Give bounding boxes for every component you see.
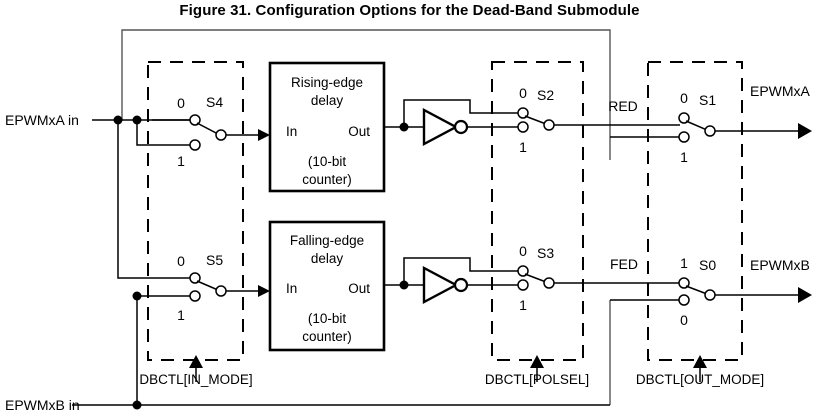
wire-s5-one-branch (136, 295, 191, 405)
wire-s5-zero-branch (117, 120, 191, 279)
control-caption-polsel: DBCTL[POLSEL] (485, 372, 589, 387)
switch-S2-pole[interactable] (543, 119, 555, 131)
switch-S5-name: S5 (206, 252, 223, 268)
inverter-b (422, 266, 469, 304)
switch-S2-name: S2 (537, 87, 554, 103)
switch-S1-label-top: 0 (680, 90, 688, 106)
switch-S5-label-top: 0 (177, 253, 185, 269)
inverter-a-bubble (453, 119, 469, 135)
control-in-mode: DBCTL[IN_MODE] (139, 355, 253, 387)
output-label-epwmxa: EPWMxA (750, 83, 811, 99)
switch-S4-arm[interactable] (196, 122, 219, 135)
switch-S0-pole[interactable] (704, 289, 716, 301)
switch-S2-label-bottom: 1 (519, 139, 527, 155)
switch-S1-pole[interactable] (704, 125, 716, 137)
control-out-mode: DBCTL[OUT_MODE] (636, 355, 764, 387)
switch-S2[interactable]: 0 1 S2 (517, 85, 680, 155)
switch-S3-pole[interactable] (543, 277, 555, 289)
switch-S1-arm[interactable] (685, 120, 708, 131)
switch-S0-terminal-0[interactable] (678, 294, 690, 306)
inverter-a (422, 108, 469, 146)
falling-edge-delay-port-in: In (286, 281, 297, 296)
rising-edge-delay-sub-2: counter) (302, 172, 352, 187)
output-label-epwmxb: EPWMxB (750, 257, 810, 273)
switch-S4-name: S4 (206, 94, 223, 110)
switch-S0-name: S0 (699, 257, 716, 273)
switch-S0[interactable]: 1 0 S0 (678, 255, 812, 328)
falling-edge-delay-sub-2: counter) (302, 329, 352, 344)
switch-S5-label-bottom: 1 (177, 307, 185, 323)
switch-S3-label-bottom: 1 (519, 297, 527, 313)
switch-S3-arm[interactable] (524, 273, 547, 283)
control-arrow-in-mode-head (189, 355, 203, 368)
switch-S3[interactable]: 0 1 S3 (517, 243, 680, 313)
switch-S1-label-bottom: 1 (680, 149, 688, 165)
block-falling-edge-delay: Falling-edge delay In Out (10-bit counte… (268, 220, 386, 352)
arrowhead-epwmxb-out (798, 287, 812, 303)
feedback-wire-top (121, 29, 611, 160)
switch-S3-terminal-1[interactable] (517, 279, 529, 291)
control-caption-in-mode: DBCTL[IN_MODE] (139, 372, 252, 387)
rising-edge-delay-title-1: Rising-edge (291, 75, 363, 90)
switch-S1-name: S1 (699, 92, 716, 108)
switch-S4-label-bottom: 1 (177, 153, 185, 169)
falling-edge-delay-sub-1: (10-bit (308, 311, 347, 326)
control-arrow-out-mode-head (693, 355, 707, 368)
switch-S2-arm[interactable] (524, 115, 547, 125)
falling-edge-delay-title-2: delay (311, 251, 344, 266)
switch-S0-label-top: 1 (680, 255, 688, 271)
switch-S3-name: S3 (537, 245, 554, 261)
figure-title: Figure 31. Configuration Options for the… (179, 2, 640, 19)
arrowhead-epwmxa-out (798, 123, 812, 139)
block-rising-edge-delay: Rising-edge delay In Out (10-bit counter… (268, 61, 386, 193)
falling-edge-delay-port-out: Out (348, 281, 370, 296)
rising-edge-delay-sub-1: (10-bit (308, 154, 347, 169)
input-label-epwmxa-in: EPWMxA in (5, 112, 79, 128)
switch-S4[interactable]: 0 1 S4 (152, 94, 270, 169)
rising-edge-delay-port-in: In (286, 124, 297, 139)
falling-edge-delay-title-1: Falling-edge (290, 233, 364, 248)
control-polsel: DBCTL[POLSEL] (485, 355, 589, 387)
switch-S5[interactable]: 0 1 S5 (177, 252, 270, 323)
switch-S0-arm[interactable] (685, 285, 708, 295)
inverter-a-triangle (422, 108, 459, 146)
signal-label-fed: FED (610, 256, 638, 272)
arrowhead-red-in (258, 129, 270, 141)
group-box-out-mode (647, 61, 743, 361)
falling-edge-delay-box (268, 220, 386, 352)
rising-edge-delay-title-2: delay (311, 93, 344, 108)
switch-S5-pole[interactable] (215, 285, 227, 297)
switch-S3-label-top: 0 (519, 243, 527, 259)
group-box-polsel (491, 61, 584, 361)
wire-s3-zero-bypass (403, 257, 519, 285)
switch-S4-terminal-1[interactable] (189, 139, 201, 151)
switch-S1[interactable]: 0 1 S1 (678, 90, 812, 165)
switch-S4-label-top: 0 (177, 95, 185, 111)
switch-S5-arm[interactable] (196, 280, 219, 291)
group-box-in-mode (147, 61, 244, 361)
arrowhead-fed-in (258, 285, 270, 297)
inverter-b-triangle (422, 266, 459, 304)
signal-label-red: RED (608, 98, 638, 114)
switch-S5-terminal-1[interactable] (189, 290, 201, 302)
switch-S2-label-top: 0 (519, 85, 527, 101)
input-label-epwmxb-in: EPWMxB in (5, 397, 80, 413)
rising-edge-delay-box (268, 61, 386, 193)
switch-S4-pole[interactable] (215, 129, 227, 141)
switch-S2-terminal-1[interactable] (517, 121, 529, 133)
wire-s2-zero-bypass (403, 99, 519, 127)
control-arrow-polsel-head (530, 355, 544, 368)
switch-S1-terminal-1[interactable] (678, 131, 690, 143)
inverter-b-bubble (453, 277, 469, 293)
switch-S0-label-bottom: 0 (680, 312, 688, 328)
control-caption-out-mode: DBCTL[OUT_MODE] (636, 372, 764, 387)
rising-edge-delay-port-out: Out (348, 124, 370, 139)
wire-s4-one-branch (136, 120, 191, 146)
